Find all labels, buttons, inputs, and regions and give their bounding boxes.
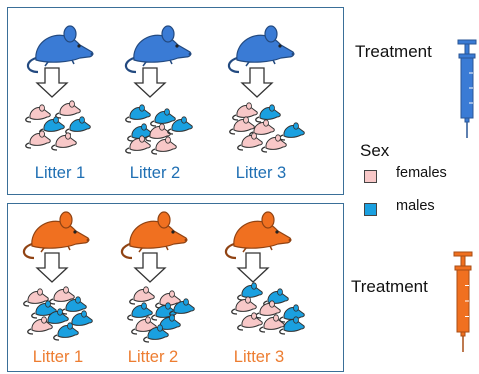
pup-icon-top-2-6 — [125, 135, 151, 154]
pup-icon-top-1-3 — [39, 116, 65, 135]
arrow-down-icon-top-1 — [35, 67, 69, 98]
top-treatment-group-panel — [7, 7, 344, 195]
pup-icon-top-1-1 — [25, 104, 51, 123]
syringe-icon-bottom — [453, 251, 473, 352]
pup-icon-top-2-7 — [151, 136, 177, 155]
pup-icon-top-3-3 — [229, 116, 255, 135]
treatment-label-bottom: Treatment — [351, 277, 428, 296]
bottom-treatment-group-panel — [7, 203, 344, 372]
pup-icon-bottom-3-8 — [279, 316, 305, 335]
mouse-icon-bottom-1 — [22, 211, 90, 260]
female-swatch — [364, 170, 377, 183]
legend-female-label: females — [396, 165, 447, 181]
arrow-down-icon-top-2 — [133, 67, 167, 98]
pup-icon-top-1-6 — [51, 132, 77, 151]
pup-icon-bottom-3-4 — [255, 300, 281, 319]
arrow-down-icon-bottom-3 — [236, 252, 270, 283]
litter-3-label-top: Litter 3 — [235, 164, 287, 182]
pup-icon-top-2-2 — [150, 108, 176, 127]
pup-icon-bottom-1-2 — [49, 286, 75, 305]
pup-icon-bottom-2-4 — [151, 302, 177, 321]
pup-icon-top-2-1 — [125, 104, 151, 123]
litter-2-label-top: Litter 2 — [129, 164, 181, 182]
pup-icon-bottom-1-4 — [61, 296, 87, 315]
mouse-icon-top-1 — [26, 25, 94, 74]
pup-icon-bottom-2-5 — [169, 298, 195, 317]
arrow-down-icon-bottom-2 — [133, 252, 167, 283]
pup-icon-top-1-4 — [65, 116, 91, 135]
male-swatch — [364, 203, 377, 216]
pup-icon-bottom-3-2 — [263, 288, 289, 307]
mouse-icon-top-3 — [227, 25, 295, 74]
legend-title: Sex — [360, 141, 390, 160]
pup-icon-bottom-2-1 — [129, 286, 155, 305]
pup-icon-bottom-2-8 — [143, 324, 169, 343]
pup-icon-top-1-2 — [55, 100, 81, 119]
syringe-icon-top — [457, 39, 477, 138]
litter-1-label-top: Litter 1 — [34, 164, 86, 182]
pup-icon-top-3-4 — [249, 119, 275, 138]
pup-icon-bottom-3-6 — [237, 312, 263, 331]
treatment-label-top: Treatment — [355, 42, 432, 61]
litter-1-label-bottom: Litter 1 — [32, 348, 84, 366]
arrow-down-icon-top-3 — [240, 67, 274, 98]
arrow-down-icon-bottom-1 — [35, 252, 69, 283]
pup-icon-top-2-5 — [167, 116, 193, 135]
pup-icon-top-3-7 — [261, 134, 287, 153]
mouse-icon-bottom-2 — [120, 211, 188, 260]
pup-icon-bottom-1-1 — [23, 288, 49, 307]
pup-icon-bottom-3-7 — [259, 314, 285, 333]
pup-icon-top-3-6 — [237, 132, 263, 151]
pup-icon-top-2-4 — [145, 123, 171, 142]
legend-male-label: males — [396, 198, 435, 214]
pup-icon-bottom-1-8 — [53, 322, 79, 341]
litter-3-label-bottom: Litter 3 — [233, 348, 285, 366]
pup-icon-top-3-5 — [279, 122, 305, 141]
pup-icon-bottom-3-3 — [231, 296, 257, 315]
pup-icon-top-3-2 — [255, 104, 281, 123]
pup-icon-bottom-2-6 — [131, 316, 157, 335]
pup-icon-bottom-2-3 — [127, 302, 153, 321]
litter-2-label-bottom: Litter 2 — [127, 348, 179, 366]
pup-icon-bottom-1-7 — [27, 316, 53, 335]
pup-icon-bottom-1-5 — [43, 308, 69, 327]
pup-icon-top-1-5 — [25, 130, 51, 149]
mouse-icon-top-2 — [124, 25, 192, 74]
mouse-icon-bottom-3 — [224, 211, 292, 260]
